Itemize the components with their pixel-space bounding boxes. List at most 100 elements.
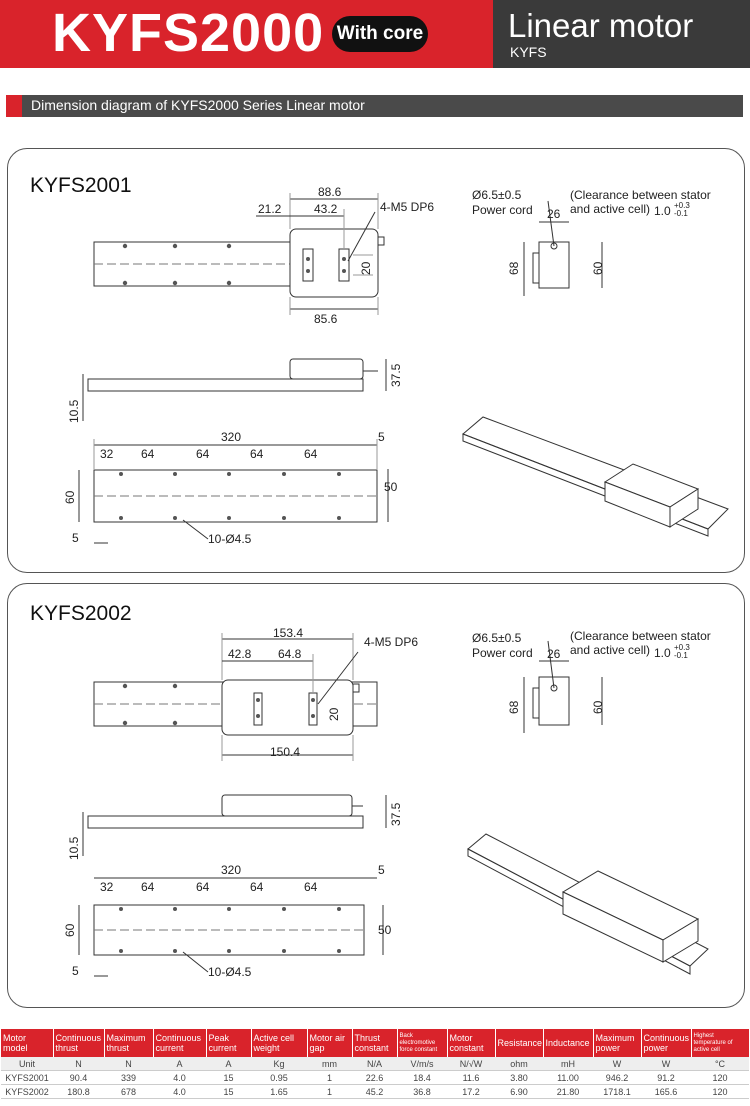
panel-kyfs2001: KYFS2001 — [7, 148, 745, 573]
dim-text: 64 — [141, 447, 155, 461]
rail-side-view — [87, 378, 364, 392]
table-cell: 18.4 — [397, 1070, 447, 1085]
table-cell: A — [153, 1057, 206, 1071]
table-header: Maximum thrust — [104, 1029, 154, 1057]
table-cell: 15 — [206, 1070, 251, 1085]
table-header-row: Motor model Continuous thrust Maximum th… — [1, 1029, 750, 1057]
table-cell: 120 — [691, 1084, 749, 1099]
dim-text: 43.2 — [314, 202, 338, 216]
dim-text: 320 — [221, 863, 241, 877]
dim-text: 320 — [221, 430, 241, 444]
dim-text: 88.6 — [318, 185, 342, 199]
dim-text: and active cell) — [570, 643, 650, 657]
section-title: Dimension diagram of KYFS2000 Series Lin… — [31, 97, 365, 113]
table-header: Motor model — [1, 1029, 54, 1057]
dim-text: 68 — [507, 700, 521, 714]
dim-text: 60 — [591, 261, 605, 275]
table-cell: 165.6 — [641, 1084, 691, 1099]
table-cell: Kg — [251, 1057, 307, 1071]
dim-text: 21.2 — [258, 202, 282, 216]
table-cell: N/A — [352, 1057, 397, 1071]
dim-text: Ø6.5±0.5 — [472, 188, 522, 202]
dimension-drawing: 153.4 42.8 64.8 4-M5 DP6 20 150.4 Ø6.5±0… — [63, 626, 711, 979]
dim-text: 5 — [378, 430, 385, 444]
table-cell: mH — [543, 1057, 593, 1071]
section-bar — [6, 95, 743, 117]
dim-text: 60 — [63, 490, 77, 504]
dim-text: 50 — [384, 480, 398, 494]
table-cell: 22.6 — [352, 1070, 397, 1085]
table-cell: 4.0 — [153, 1070, 206, 1085]
table-header: Highest temperature of active cell — [691, 1029, 750, 1057]
table-cell: 3.80 — [495, 1070, 543, 1085]
mover-top-view — [221, 679, 354, 736]
table-cell: 91.2 — [641, 1070, 691, 1085]
dim-text: (Clearance between stator — [570, 188, 711, 202]
table-cell: 1 — [307, 1084, 352, 1099]
dim-text: 64 — [304, 880, 318, 894]
core-badge: With core — [332, 16, 428, 52]
table-cell: °C — [691, 1057, 749, 1071]
table-cell: 120 — [691, 1070, 749, 1085]
rail-side-view — [87, 815, 364, 829]
table-cell: 678 — [104, 1084, 153, 1099]
table-cell: Unit — [1, 1057, 53, 1071]
table-cell: 0.95 — [251, 1070, 307, 1085]
dim-text: 64 — [250, 880, 264, 894]
dim-text: 10.5 — [67, 399, 81, 423]
table-row: KYFS2001 90.4 339 4.0 15 0.95 1 22.6 18.… — [1, 1070, 749, 1085]
dim-text: 1.0 — [654, 646, 671, 660]
table-cell: 946.2 — [593, 1070, 641, 1085]
dim-text: +0.3 — [674, 643, 690, 652]
dim-text: 37.5 — [389, 363, 403, 387]
dim-text: 64 — [196, 880, 210, 894]
dim-text: -0.1 — [674, 209, 688, 218]
table-cell: 1718.1 — [593, 1084, 641, 1099]
dim-text: 150.4 — [270, 745, 300, 759]
table-cell: ohm — [495, 1057, 543, 1071]
table-cell: A — [206, 1057, 251, 1071]
table-unit-row: Unit N N A A Kg mm N/A V/m/s N/√W ohm mH… — [1, 1057, 749, 1071]
table-cell: W — [641, 1057, 691, 1071]
table-header: Motor air gap — [307, 1029, 353, 1057]
category-title: Linear motor — [508, 7, 694, 44]
spec-table: Motor model Continuous thrust Maximum th… — [1, 1029, 750, 1099]
table-header: Inductance — [543, 1029, 594, 1057]
header-dark-band — [493, 0, 750, 68]
table-header: Continuous power — [641, 1029, 692, 1057]
table-header: Continuous thrust — [53, 1029, 105, 1057]
dim-text: 60 — [591, 700, 605, 714]
table-cell: N/√W — [447, 1057, 495, 1071]
page-header: KYFS2000 With core Linear motor KYFS — [0, 0, 750, 68]
table-header: Motor constant — [447, 1029, 496, 1057]
mover-side-view — [221, 794, 353, 817]
table-cell: 1.65 — [251, 1084, 307, 1099]
table-header: Active cell weight — [251, 1029, 308, 1057]
series-title: KYFS2000 — [52, 3, 325, 63]
table-header: Maximum power — [593, 1029, 642, 1057]
dim-text: 64 — [304, 447, 318, 461]
dim-text: 4-M5 DP6 — [380, 200, 434, 214]
dim-text: 64 — [250, 447, 264, 461]
table-cell: 4.0 — [153, 1084, 206, 1099]
table-cell: 11.6 — [447, 1070, 495, 1085]
table-cell: V/m/s — [397, 1057, 447, 1071]
table-cell: 45.2 — [352, 1084, 397, 1099]
dim-text: 42.8 — [228, 647, 252, 661]
dim-text: 5 — [72, 531, 79, 545]
dim-text: 5 — [378, 863, 385, 877]
dim-text: 10.5 — [67, 836, 81, 860]
dim-text: 26 — [547, 207, 561, 221]
table-cell: 6.90 — [495, 1084, 543, 1099]
table-cell: W — [593, 1057, 641, 1071]
dim-text: -0.1 — [674, 651, 688, 660]
dim-text: 64.8 — [278, 647, 302, 661]
dim-text: and active cell) — [570, 202, 650, 216]
table-header: Thrust constant — [352, 1029, 398, 1057]
dim-text: 20 — [359, 261, 373, 275]
table-cell: mm — [307, 1057, 352, 1071]
table-cell: 180.8 — [53, 1084, 104, 1099]
dim-text: 60 — [63, 923, 77, 937]
table-header: Continuous current — [153, 1029, 207, 1057]
panel-model-label: KYFS2002 — [30, 602, 132, 625]
